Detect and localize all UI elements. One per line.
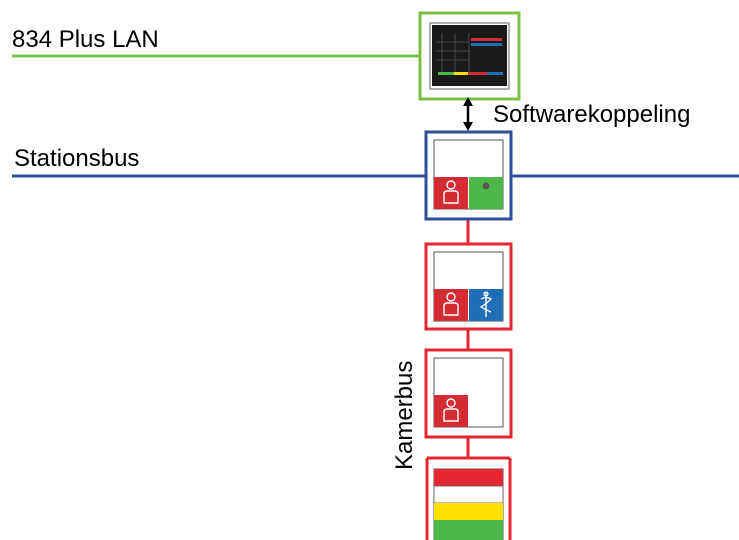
monitor-screen-icon [432,25,507,86]
monitor-device [418,11,521,101]
person-icon [434,177,468,209]
room-device-call [424,348,513,439]
station-device [424,130,513,221]
room-bus-label: Kamerbus [391,361,418,470]
software-coupling-arrow [463,97,473,131]
room-device-call-doctor [424,242,513,331]
software-coupling-label: Softwarekoppeling [493,101,690,128]
person-icon [434,395,468,427]
station-bus-label: Stationsbus [14,145,139,172]
person-icon [434,289,468,321]
presence-led-icon [469,177,503,209]
corridor-light-device [425,456,512,540]
lan-label: 834 Plus LAN [12,26,159,53]
corridor-light-icon [433,468,504,540]
caduceus-icon [469,289,503,321]
